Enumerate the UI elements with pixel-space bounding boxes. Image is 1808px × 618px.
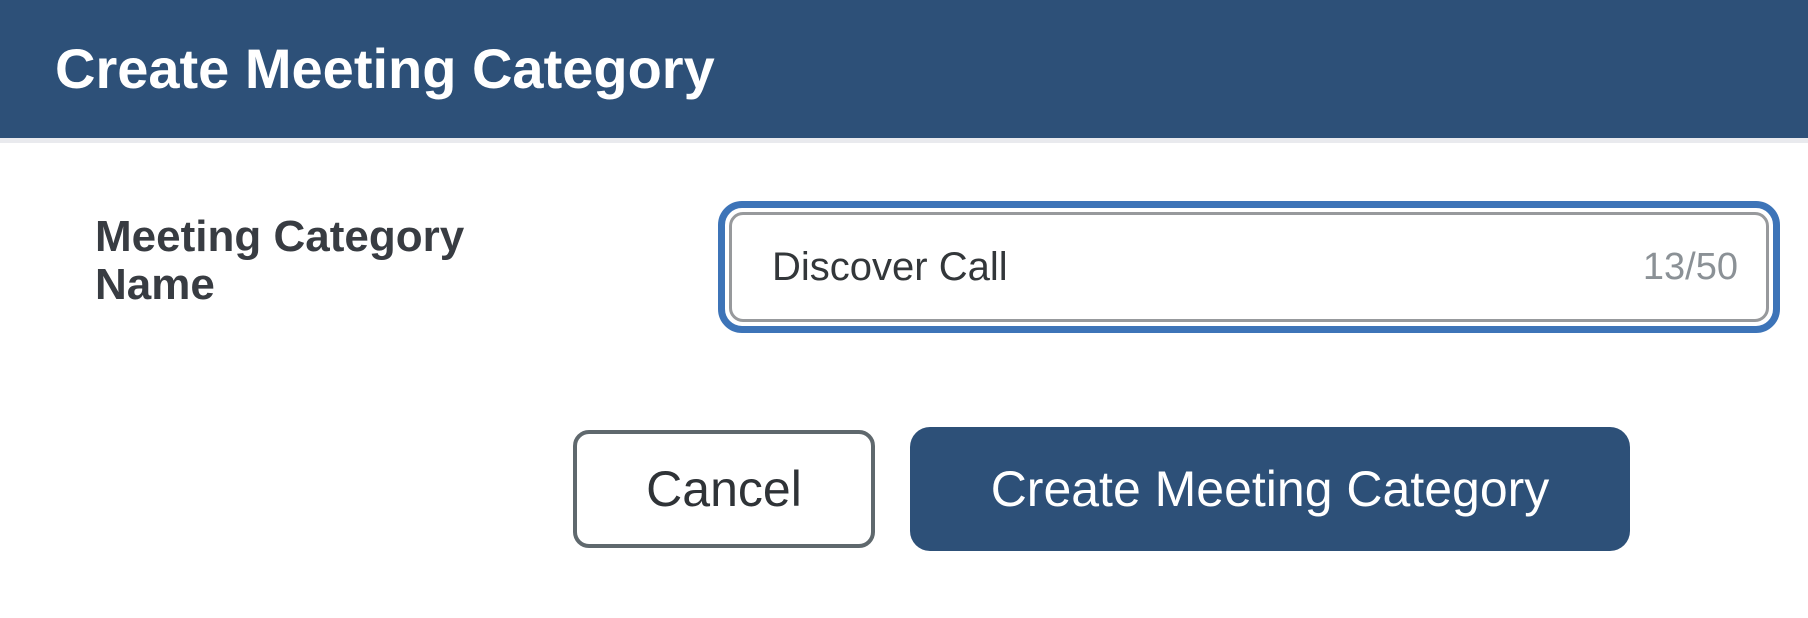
dialog-title: Create Meeting Category <box>55 37 715 100</box>
create-meeting-category-button[interactable]: Create Meeting Category <box>910 427 1630 551</box>
meeting-category-name-label: Meeting Category Name <box>95 212 465 309</box>
dialog-body: Meeting Category Name 13/50 Cancel Creat… <box>0 143 1808 551</box>
char-counter: 13/50 <box>1642 245 1738 288</box>
meeting-category-name-input-inner: 13/50 <box>729 212 1769 322</box>
meeting-category-name-input-wrapper: 13/50 <box>718 201 1780 333</box>
cancel-button[interactable]: Cancel <box>573 430 875 548</box>
meeting-category-name-input[interactable] <box>772 244 1623 290</box>
dialog-actions: Cancel Create Meeting Category <box>573 427 1808 551</box>
dialog-header: Create Meeting Category <box>0 0 1808 143</box>
meeting-category-name-row: Meeting Category Name 13/50 <box>0 201 1808 333</box>
